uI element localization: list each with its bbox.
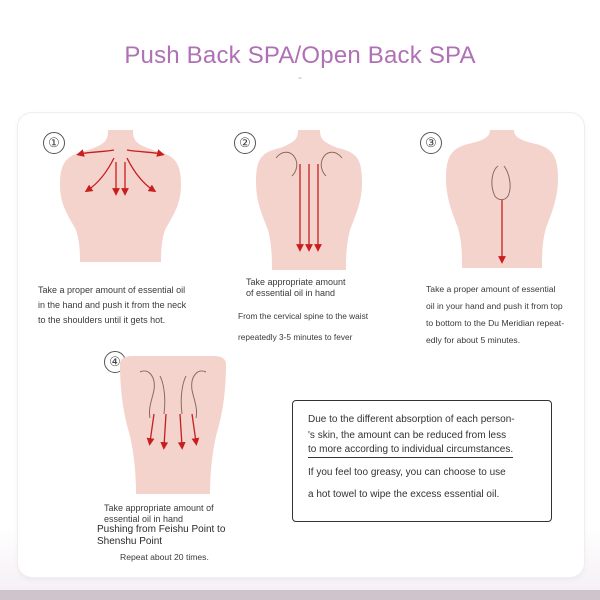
note-line-4: If you feel too greasy, you can choose t…: [308, 467, 506, 478]
step-4-repeat: Repeat about 20 times.: [120, 552, 209, 562]
step-1-number: ①: [43, 132, 65, 154]
note-line-3: to more according to individual circumst…: [308, 444, 514, 458]
page-title: Push Back SPA/Open Back SPA: [124, 42, 476, 69]
step-2-number: ②: [234, 132, 256, 154]
step-2-subtext: From the cervical spine to the waist rep…: [238, 311, 369, 342]
back-figure-2: [254, 130, 364, 270]
step-3-number: ③: [420, 132, 442, 154]
step-2-text: Take appropriate amount of essential oil…: [246, 277, 346, 298]
note-box: Due to the different absorption of each …: [292, 400, 552, 522]
title-dash: -: [298, 70, 302, 84]
step-3-text: Take a proper amount of essential oil in…: [426, 284, 565, 345]
step-4-subtext: Pushing from Feishu Point to Shenshu Poi…: [97, 524, 226, 547]
note-line-1: Due to the different absorption of each …: [308, 414, 515, 425]
note-line-2: 's skin, the amount can be reduced from …: [308, 430, 507, 441]
back-figure-4: [118, 354, 228, 494]
bottom-bar: [0, 590, 600, 600]
back-figure-3: [446, 130, 558, 268]
step-4-text: Take appropriate amount of essential oil…: [104, 503, 214, 524]
back-figure-1: [58, 130, 183, 262]
note-line-5: a hot towel to wipe the excess essential…: [308, 489, 500, 500]
step-1-text: Take a proper amount of essential oil in…: [38, 285, 187, 325]
